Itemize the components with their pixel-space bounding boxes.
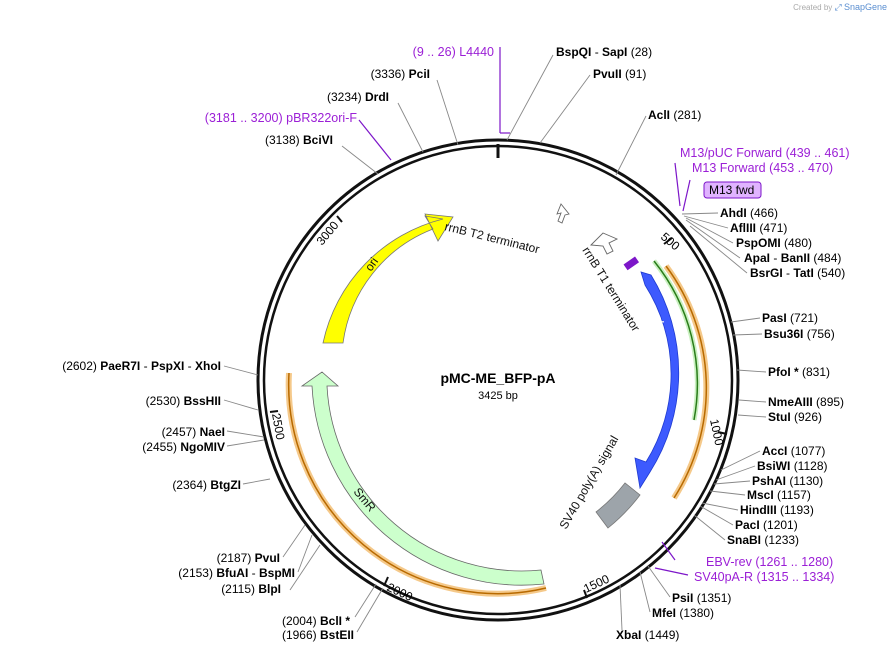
site-hindiii: HindIII (1193): [740, 503, 814, 517]
m13-fwd-box-label: M13 fwd: [709, 183, 754, 197]
tagbfp-label: TagBFP: [653, 315, 667, 358]
site-bsiwi: BsiWI (1128): [757, 459, 827, 473]
ruler-tick-2000: [383, 576, 389, 587]
site-psii: PsiI (1351): [672, 591, 731, 605]
site-bsteii: (1966) BstEII: [282, 628, 354, 642]
primer-bind-orange-left: [287, 372, 547, 595]
site-pshai: PshAI (1130): [752, 474, 823, 488]
ruler-label-2500: 2500: [269, 412, 287, 441]
ori-arrow: [322, 213, 454, 344]
site-connectors: [223, 54, 767, 633]
site-pcii: (3336) PciI: [371, 67, 430, 81]
primer-marks: [358, 47, 691, 576]
site-stui: StuI (926): [768, 410, 822, 424]
site-pspomi: PspOMI (480): [736, 236, 812, 250]
primer-l4440: (9 .. 26) L4440: [413, 45, 494, 59]
site-ahdi: AhdI (466): [720, 206, 778, 220]
site-bspqi-sapi: BspQI - SapI (28): [556, 45, 652, 59]
m13-primer-mark: [623, 256, 640, 271]
ruler-label-1000: 1000: [707, 418, 726, 447]
site-bfuai-bspmi: (2153) BfuAI - BspMI: [178, 566, 295, 580]
primer-bind-green: [653, 260, 699, 421]
site-pasi: PasI (721): [762, 311, 818, 325]
site-blpi: (2115) BlpI: [221, 582, 281, 596]
sv40-polya-feature: [595, 482, 641, 529]
site-acci: AccI (1077): [762, 444, 825, 458]
plasmid-name: pMC-ME_BFP-pA: [440, 370, 555, 386]
site-pvuii: PvuII (91): [593, 67, 646, 81]
site-ngomiv: (2455) NgoMIV: [142, 440, 225, 454]
site-paci: PacI (1201): [735, 518, 798, 532]
site-bcli: (2004) BclI *: [282, 614, 350, 628]
snapgene-credit: Created by ⤢ SnapGene: [793, 2, 887, 13]
ruler-tick-2500: [269, 410, 279, 413]
site-xbai: XbaI (1449): [616, 628, 679, 642]
tagbfp-arrow: [634, 271, 680, 490]
rrnb-t2-label: rrnB T2 terminator: [443, 219, 541, 256]
plasmid-length: 3425 bp: [478, 390, 518, 402]
m13-fwd-box: [703, 181, 762, 199]
site-bsu36i: Bsu36I (756): [764, 327, 835, 341]
site-paer7i-pspxi-xhoi: (2602) PaeR7I - PspXI - XhoI: [62, 359, 221, 373]
smr-arrow: [300, 371, 545, 586]
primer-m13-forward: M13 Forward (453 .. 470): [692, 161, 833, 175]
site-snabi: SnaBI (1233): [727, 533, 799, 547]
backbone-outer-ring: [256, 138, 740, 622]
primer-ebv-rev: EBV-rev (1261 .. 1280): [706, 555, 833, 569]
ori-label: ori: [362, 255, 381, 274]
primer-pbr322ori-f: (3181 .. 3200) pBR322ori-F: [205, 111, 358, 125]
primer-bind-orange-right: [665, 265, 708, 499]
credit-prefix: Created by: [793, 3, 833, 12]
site-bcivi: (3138) BciVI: [265, 133, 333, 147]
ruler-tick-1000: [717, 431, 728, 435]
site-afliii: AflIII (471): [730, 221, 787, 235]
site-pvui: (2187) PvuI: [217, 551, 280, 565]
rrnb-t2-arrow: [556, 203, 570, 224]
site-naei: (2457) NaeI: [162, 425, 225, 439]
ruler-tick-3000: [336, 215, 343, 223]
site-bsshii: (2530) BssHII: [146, 394, 221, 408]
snapgene-logo-icon: ⤢: [834, 2, 842, 12]
primer-m13-puc-forward: M13/pUC Forward (439 .. 461): [680, 146, 850, 160]
site-apai-banii: ApaI - BanII (484): [744, 251, 841, 265]
site-msci: MscI (1157): [747, 488, 811, 502]
site-bsrgi-tati: BsrGI - TatI (540): [750, 266, 845, 280]
site-pfoi: PfoI * (831): [768, 365, 830, 379]
site-drdi: (3234) DrdI: [327, 90, 389, 104]
site-nmeaiii: NmeAIII (895): [768, 395, 844, 409]
rrnb-t1-arrow: [589, 232, 619, 255]
ruler: 500 1000 1500 2000 2500 3000: [269, 215, 728, 604]
site-acli: AclI (281): [648, 108, 701, 122]
site-btgzi: (2364) BtgZI: [172, 478, 241, 492]
ruler-tick-1500: [583, 589, 588, 599]
ruler-tick-500: [663, 237, 673, 245]
rrnb-t1-label: rrnB T1 terminator: [579, 244, 642, 334]
site-mfei: MfeI (1380): [652, 606, 714, 620]
primer-sv40pa-r: SV40pA-R (1315 .. 1334): [694, 570, 834, 584]
credit-brand: SnapGene: [843, 2, 887, 12]
